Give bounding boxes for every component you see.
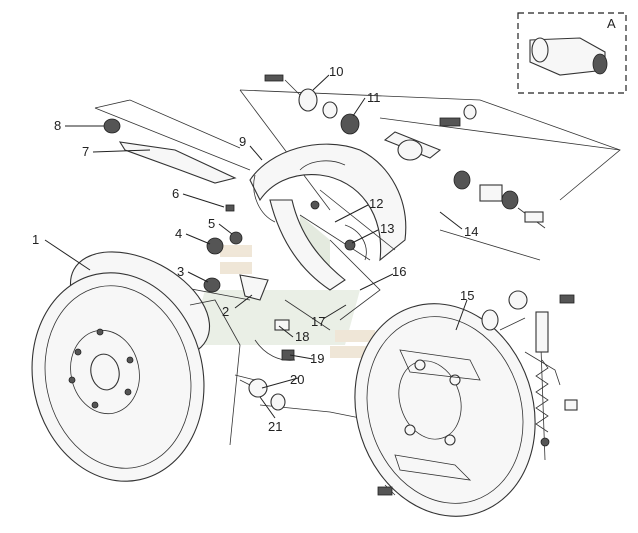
callout-2: 2 — [222, 304, 229, 319]
callout-5: 5 — [208, 216, 215, 231]
callout-21: 21 — [268, 419, 282, 434]
callout-3: 3 — [177, 264, 184, 279]
callout-18: 18 — [295, 329, 309, 344]
callout-19: 19 — [310, 351, 324, 366]
upper-shaft-parts — [264, 74, 546, 229]
callout-6: 6 — [172, 186, 179, 201]
brake-drum — [31, 251, 241, 482]
backing-plate — [354, 303, 536, 517]
callout-11: 11 — [367, 90, 381, 105]
callout-16: 16 — [392, 264, 406, 279]
callout-17: 17 — [311, 314, 325, 329]
adjuster-assembly — [481, 290, 578, 461]
leader-lines — [44, 74, 468, 419]
callout-14: 14 — [464, 224, 478, 239]
callout-12: 12 — [369, 196, 383, 211]
callout-15: 15 — [460, 288, 474, 303]
callout-8: 8 — [54, 118, 61, 133]
callout-20: 20 — [290, 372, 304, 387]
brake-shoe-assembly — [234, 143, 407, 411]
callout-10: 10 — [329, 64, 343, 79]
callout-7: 7 — [82, 144, 89, 159]
callout-13: 13 — [380, 221, 394, 236]
inset-a-frame — [517, 12, 627, 94]
callout-4: 4 — [175, 226, 182, 241]
callout-1: 1 — [32, 232, 39, 247]
callout-9: 9 — [239, 134, 246, 149]
left-small-parts — [103, 118, 269, 301]
inset-label: A — [607, 16, 616, 31]
